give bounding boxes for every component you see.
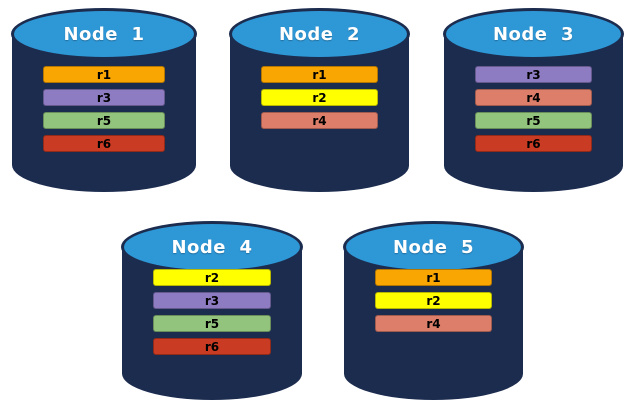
node-cylinder-1: Node 1 r1 r3 r5 r6: [11, 8, 197, 192]
replica-bar: r1: [43, 66, 165, 83]
replica-bar: r2: [153, 269, 271, 286]
replica-bar: r3: [153, 292, 271, 309]
node-title: Node 5: [392, 237, 475, 258]
replica-bar: r4: [475, 89, 592, 106]
replica-bar: r2: [375, 292, 492, 309]
cylinder-top: Node 1: [11, 8, 197, 60]
replica-list: r2 r3 r5 r6: [153, 269, 271, 355]
cylinder-top: Node 4: [121, 221, 303, 273]
node-cylinder-3: Node 3 r3 r4 r5 r6: [443, 8, 624, 192]
node-title: Node 4: [171, 237, 253, 258]
replica-list: r3 r4 r5 r6: [475, 66, 592, 152]
replica-bar: r4: [261, 112, 378, 129]
replica-bar: r5: [43, 112, 165, 129]
node-cylinder-5: Node 5 r1 r2 r4: [343, 221, 524, 400]
replica-bar: r3: [475, 66, 592, 83]
replica-bar: r5: [153, 315, 271, 332]
replica-bar: r3: [43, 89, 165, 106]
replica-bar: r5: [475, 112, 592, 129]
replica-bar: r6: [153, 338, 271, 355]
replica-bar: r6: [43, 135, 165, 152]
replica-list: r1 r2 r4: [375, 269, 492, 332]
node-title: Node 1: [63, 24, 145, 45]
replica-list: r1 r2 r4: [261, 66, 378, 129]
node-title: Node 3: [492, 24, 575, 45]
replica-bar: r6: [475, 135, 592, 152]
cylinder-top: Node 3: [443, 8, 624, 60]
replica-bar: r2: [261, 89, 378, 106]
replica-bar: r4: [375, 315, 492, 332]
node-cylinder-2: Node 2 r1 r2 r4: [229, 8, 410, 192]
node-title: Node 2: [278, 24, 361, 45]
replica-list: r1 r3 r5 r6: [43, 66, 165, 152]
replica-bar: r1: [375, 269, 492, 286]
cylinder-top: Node 2: [229, 8, 410, 60]
node-cylinder-4: Node 4 r2 r3 r5 r6: [121, 221, 303, 400]
replica-bar: r1: [261, 66, 378, 83]
cylinder-top: Node 5: [343, 221, 524, 273]
